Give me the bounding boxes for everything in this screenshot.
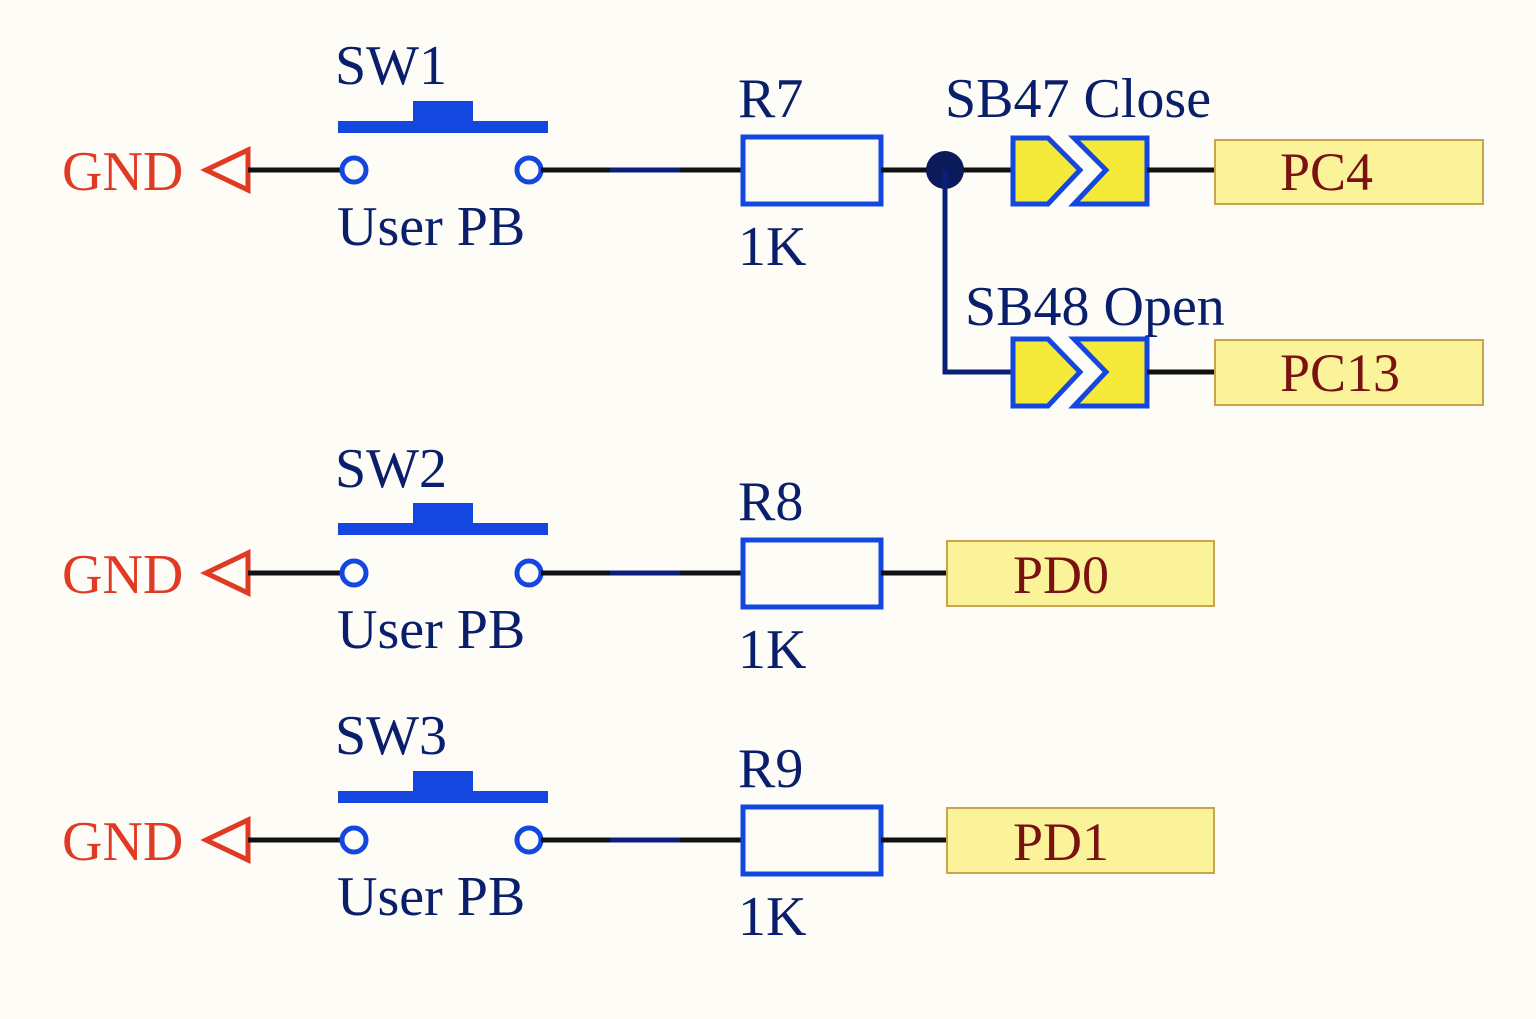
solder-bridge-sb47: SB47 Close PC4 xyxy=(945,68,1484,207)
resistor-icon xyxy=(740,537,884,610)
jumper-right-icon xyxy=(1068,336,1150,409)
resistor-designator: R7 xyxy=(738,68,803,130)
jumper-right-icon xyxy=(1067,135,1150,207)
switch-value: User PB xyxy=(337,196,525,258)
port-label: PC13 xyxy=(1280,343,1400,403)
gnd-label: GND xyxy=(62,544,183,606)
resistor-value: 1K xyxy=(738,886,806,948)
solder-bridge-label: SB47 Close xyxy=(945,68,1211,130)
switch-button-icon xyxy=(413,503,473,525)
wire xyxy=(942,170,1012,375)
row-sw3: GND SW3 User PB R9 1K PD1 xyxy=(62,705,1215,948)
gnd-label: GND xyxy=(62,811,183,873)
switch-button-icon xyxy=(413,101,473,123)
port-box xyxy=(1214,139,1484,205)
solder-bridge-label: SB48 Open xyxy=(965,276,1225,338)
switch-actuator-bar xyxy=(338,523,548,535)
jumper-left-icon xyxy=(1010,336,1084,409)
switch-actuator-bar xyxy=(338,791,548,803)
gnd-icon xyxy=(200,549,251,597)
switch-pin xyxy=(514,155,544,185)
resistor-designator: R8 xyxy=(738,471,803,533)
gnd-icon xyxy=(200,816,251,864)
gnd-icon xyxy=(200,146,251,194)
jumper-left-icon xyxy=(1010,135,1084,207)
gnd-label: GND xyxy=(62,141,183,203)
switch-pin xyxy=(339,558,369,588)
port-box xyxy=(946,807,1215,874)
port-label: PD1 xyxy=(1013,812,1109,872)
switch-pin xyxy=(339,825,369,855)
resistor-icon xyxy=(740,804,884,877)
switch-actuator-bar xyxy=(338,121,548,133)
switch-value: User PB xyxy=(337,866,525,928)
resistor-icon xyxy=(740,134,884,207)
row-sw2: GND SW2 User PB R8 1K PD0 xyxy=(62,438,1215,681)
row-sw1: GND SW1 User PB R7 1K SB47 Close PC4 SB4… xyxy=(62,35,1484,409)
switch-designator: SW1 xyxy=(335,35,447,97)
switch-pin xyxy=(514,825,544,855)
switch-pin xyxy=(339,155,369,185)
switch-value: User PB xyxy=(337,599,525,661)
switch-designator: SW3 xyxy=(335,705,447,767)
resistor-value: 1K xyxy=(738,216,806,278)
port-box xyxy=(1214,339,1484,406)
port-label: PC4 xyxy=(1280,142,1373,202)
port-label: PD0 xyxy=(1013,545,1109,605)
switch-designator: SW2 xyxy=(335,438,447,500)
resistor-designator: R9 xyxy=(738,738,803,800)
resistor-value: 1K xyxy=(738,619,806,681)
switch-button-icon xyxy=(413,771,473,793)
solder-bridge-sb48: SB48 Open PC13 xyxy=(965,276,1484,409)
switch-pin xyxy=(514,558,544,588)
port-box xyxy=(946,540,1215,607)
